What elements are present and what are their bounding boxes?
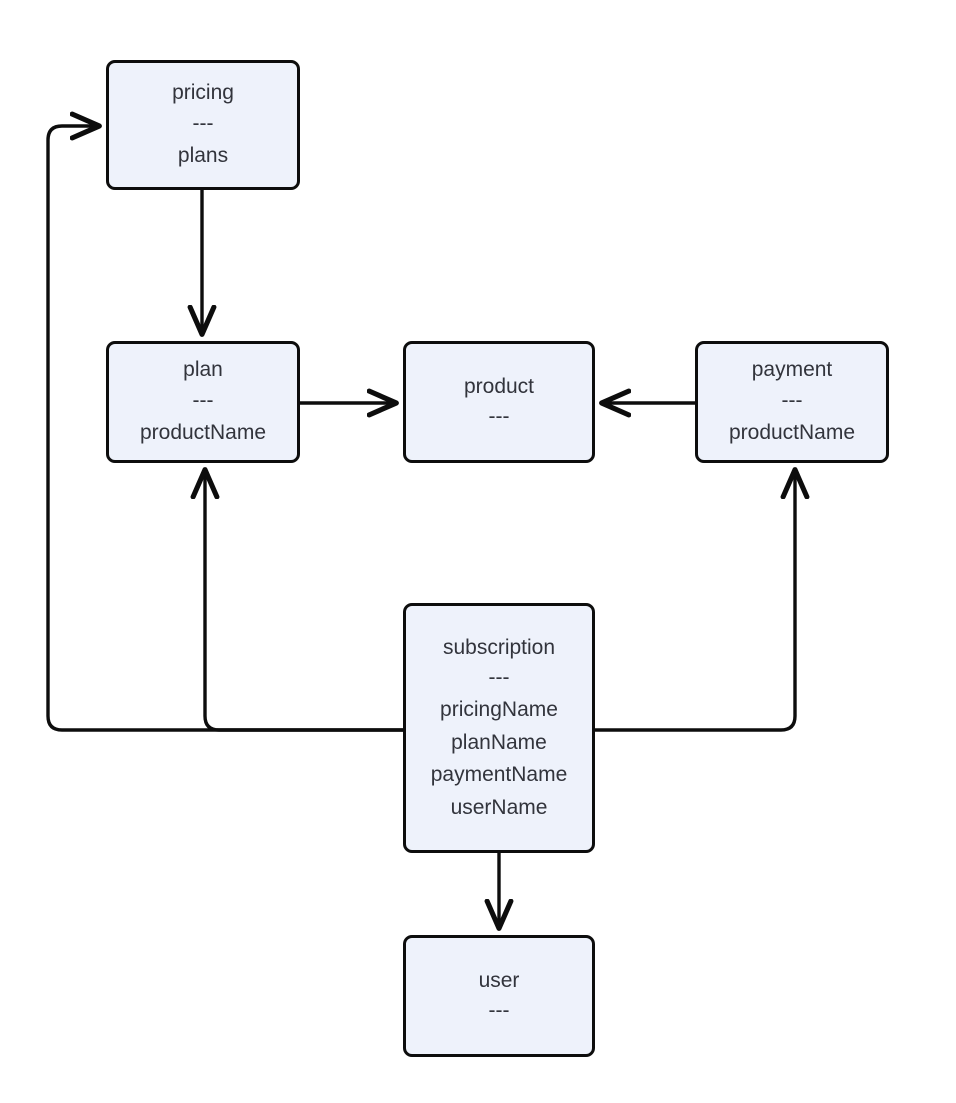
node-user-divider: --- [488,999,510,1023]
node-user-title: user [478,968,520,992]
node-subscription-field-paymentname: paymentName [430,763,568,787]
node-payment-fields: productName [729,417,855,450]
node-pricing[interactable]: pricing --- plans [106,60,300,190]
node-payment-title: payment [751,358,833,382]
node-plan-fields: productName [140,417,266,450]
node-product-title: product [463,374,535,398]
node-subscription-fields: pricingName planName paymentName userNam… [431,694,568,824]
node-pricing-title: pricing [172,81,234,105]
node-pricing-field-plans: plans [177,144,229,167]
node-product-divider: --- [488,405,510,429]
node-plan[interactable]: plan --- productName [106,341,300,463]
node-subscription-title: subscription [442,635,556,659]
node-plan-divider: --- [192,389,214,412]
node-payment[interactable]: payment --- productName [695,341,889,463]
node-subscription-field-username: userName [450,795,548,819]
node-plan-field-productname: productName [139,421,267,444]
node-subscription-divider: --- [488,666,510,690]
node-subscription-field-planname: planName [451,730,547,754]
node-product[interactable]: product --- [403,341,595,463]
node-subscription-field-pricingname: pricingName [440,698,558,722]
edge-subscription-to-payment [595,471,795,732]
edge-subscription-to-plan [205,471,403,732]
node-plan-title: plan [183,358,223,382]
node-pricing-divider: --- [192,112,214,135]
node-pricing-fields: plans [178,140,228,173]
node-user[interactable]: user --- [403,935,595,1057]
node-payment-field-productname: productName [728,421,856,444]
node-subscription[interactable]: subscription --- pricingName planName pa… [403,603,595,853]
node-payment-divider: --- [781,389,803,412]
